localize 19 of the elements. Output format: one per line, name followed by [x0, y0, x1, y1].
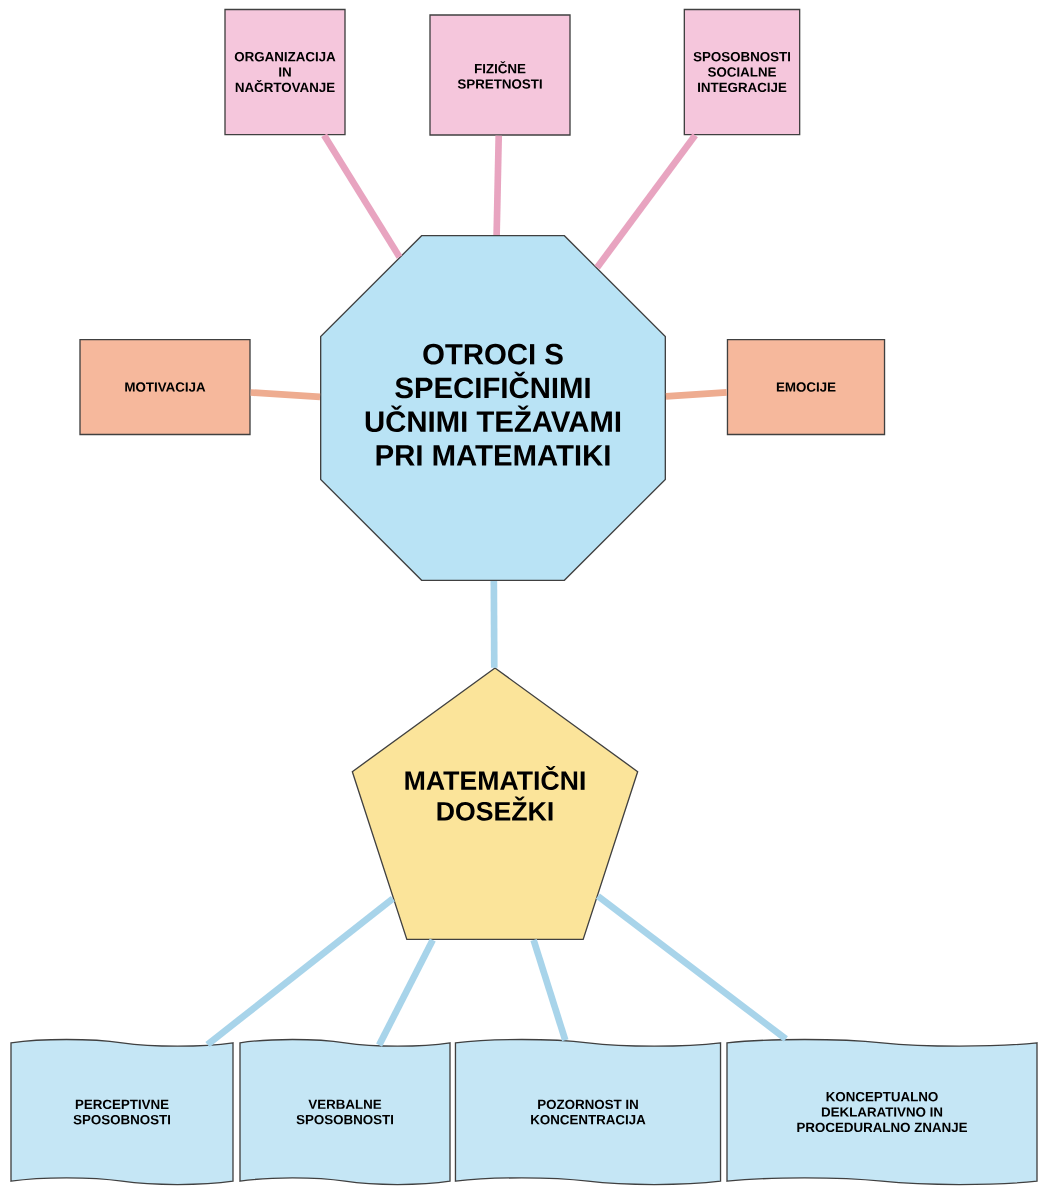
banner-box: KONCEPTUALNO DEKLARATIVNO IN PROCEDURALNO ZNANJE — [726, 1038, 1038, 1186]
topic-box: FIZIČNE SPRETNOSTI — [429, 14, 571, 136]
octagon-box: OTROCI S SPECIFIČNIMI UČNIMI TEŽAVAMI PRI MATEMATIKI — [320, 235, 666, 581]
banner-box: POZORNOST IN KONCENTRACIJA — [454, 1038, 722, 1186]
connector — [250, 389, 321, 401]
connector — [493, 135, 503, 236]
pentagon-box: MATEMATIČNI DOSEŽKI — [351, 667, 639, 941]
banner-box: PERCEPTIVNE SPOSOBNOSTI — [10, 1038, 234, 1186]
topic-box: EMOCIJE — [726, 338, 886, 436]
topic-box: MOTIVACIJA — [79, 338, 251, 436]
connector — [594, 133, 698, 270]
topic-box: ORGANIZACIJA IN NAČRTOVANJE — [224, 8, 346, 136]
connector — [205, 895, 395, 1048]
connector — [595, 893, 788, 1042]
banner-box: VERBALNE SPOSOBNOSTI — [239, 1038, 451, 1186]
connector — [321, 133, 403, 259]
connector — [530, 939, 569, 1042]
topic-box: SPOSOBNOSTI SOCIALNE INTEGRACIJE — [683, 8, 801, 136]
connector — [376, 938, 436, 1047]
